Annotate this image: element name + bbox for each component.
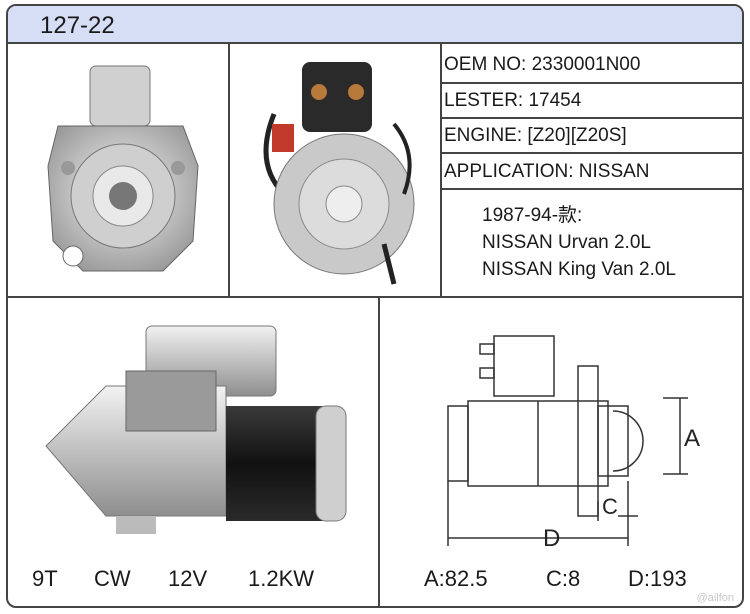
starter-front-photo [47, 65, 199, 272]
application-line: NISSAN Urvan 2.0L [482, 232, 651, 253]
application-line: 1987-94-款: [482, 205, 583, 226]
spec-teeth: 9T [32, 566, 58, 591]
watermark: @ailfon [696, 592, 734, 604]
spec-rotation: CW [94, 566, 131, 591]
divider [8, 296, 742, 298]
divider [228, 44, 230, 296]
lester-number: LESTER: 17454 [444, 90, 582, 111]
divider [378, 296, 380, 606]
engine-codes: ENGINE: [Z20][Z20S] [444, 125, 627, 146]
divider [440, 188, 742, 190]
starter-rear-photo [263, 62, 415, 285]
part-number-title: 127-22 [40, 12, 115, 39]
oem-number: OEM NO: 2330001N00 [444, 54, 641, 75]
spec-power: 1.2KW [248, 566, 315, 591]
application: APPLICATION: NISSAN [444, 161, 650, 182]
title-bar: 127-22 [8, 6, 742, 44]
dimension-d: D:193 [628, 566, 687, 591]
divider [440, 82, 742, 84]
dimension-drawing: A C D [447, 335, 700, 552]
dimension-c: C:8 [546, 566, 581, 591]
starter-side-photo [45, 325, 347, 534]
divider [440, 117, 742, 119]
label-a: A [684, 425, 700, 452]
dimension-a: A:82.5 [424, 566, 488, 591]
label-d: D [543, 525, 560, 552]
product-sheet: 127-22 OEM NO: 2330001N00 LESTER: 17454 … [6, 4, 744, 608]
application-list: 1987-94-款: NISSAN Urvan 2.0L NISSAN King… [482, 202, 676, 283]
divider [440, 152, 742, 154]
application-line: NISSAN King Van 2.0L [482, 259, 676, 280]
spec-voltage: 12V [168, 566, 208, 591]
label-c: C [602, 494, 618, 519]
divider [440, 44, 442, 296]
